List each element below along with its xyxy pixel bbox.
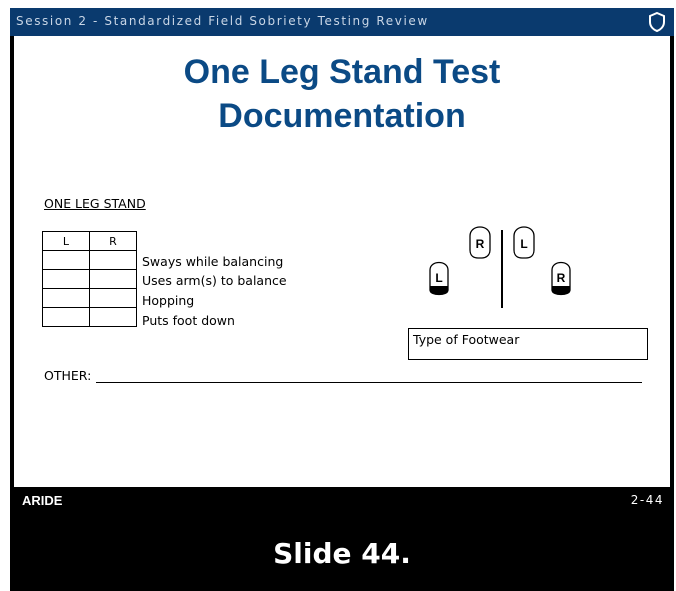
criterion-hopping: Hopping (142, 293, 195, 308)
grid-cell (42, 288, 90, 308)
grid-row (42, 269, 137, 289)
other-line (96, 382, 642, 383)
grid-header-right: R (89, 231, 137, 251)
session-title: Session 2 - Standardized Field Sobriety … (16, 14, 429, 28)
grid-cell (89, 250, 137, 270)
svg-text:L: L (520, 237, 527, 251)
grid-header-row: L R (42, 231, 137, 251)
scoring-grid: L R (42, 231, 137, 327)
grid-header-left: L (42, 231, 90, 251)
svg-text:R: R (476, 237, 485, 251)
footprint-left-down: L (429, 261, 449, 296)
svg-text:L: L (435, 271, 442, 285)
grid-cell (42, 269, 90, 289)
footwear-label: Type of Footwear (413, 332, 520, 347)
slide-caption: Slide 44. (273, 537, 411, 570)
footprint-left-up: L (513, 226, 535, 259)
footprint-right-down: R (551, 261, 571, 296)
grid-cell (89, 307, 137, 327)
footwear-field: Type of Footwear (408, 328, 648, 360)
grid-cell (42, 250, 90, 270)
footer-bar: ARIDE 2-44 Slide 44. (10, 487, 674, 591)
section-label: ONE LEG STAND (44, 196, 146, 211)
criterion-sways: Sways while balancing (142, 254, 284, 269)
grid-row (42, 307, 137, 327)
grid-cell (89, 269, 137, 289)
footprint-right-up: R (469, 226, 491, 259)
slide-title-line2: Documentation (218, 97, 466, 135)
criterion-arms: Uses arm(s) to balance (142, 273, 287, 288)
other-label: OTHER: (44, 368, 92, 383)
grid-row (42, 288, 137, 308)
svg-text:R: R (557, 271, 566, 285)
slide-title-line1: One Leg Stand Test (183, 53, 501, 91)
program-name: ARIDE (22, 493, 63, 508)
page-number: 2-44 (630, 493, 664, 507)
shield-icon (649, 12, 665, 32)
grid-cell (42, 307, 90, 327)
grid-cell (89, 288, 137, 308)
feet-diagram: L R L R (429, 226, 571, 308)
criterion-foot-down: Puts foot down (142, 313, 235, 328)
header-bar: Session 2 - Standardized Field Sobriety … (10, 8, 674, 36)
grid-row (42, 250, 137, 270)
slide-content: One Leg Stand Test Documentation ONE LEG… (14, 36, 670, 487)
